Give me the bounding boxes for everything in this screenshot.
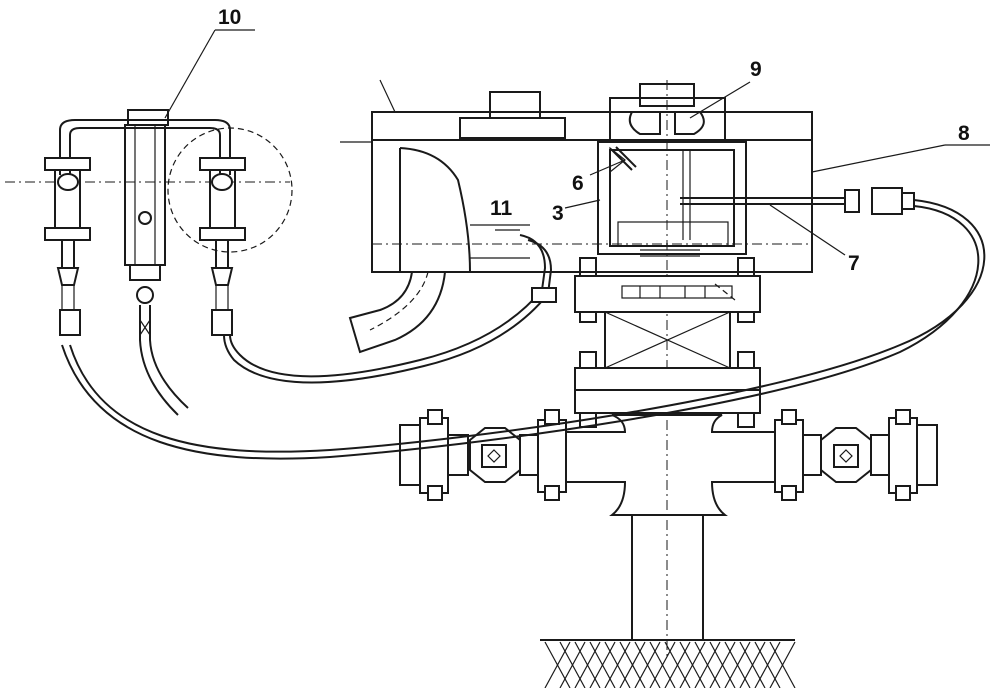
left-valve — [399, 409, 567, 501]
label-part-9: 9 — [750, 58, 762, 81]
igniter-bracket — [5, 109, 290, 183]
right-valve — [774, 409, 938, 501]
label-part-8: 8 — [958, 122, 970, 145]
center-igniter — [124, 124, 189, 416]
top-cap — [609, 83, 726, 143]
label-part-11: 11 — [490, 197, 513, 220]
right-hose — [61, 187, 986, 460]
leader-lines — [164, 29, 990, 256]
center-hose — [223, 234, 557, 384]
label-part-6: 6 — [572, 172, 584, 195]
label-part-3: 3 — [552, 202, 564, 225]
inlet-duct — [348, 147, 471, 354]
label-part-7: 7 — [848, 252, 860, 275]
igniter-housing — [340, 79, 813, 273]
tee-body — [564, 414, 776, 516]
ground-hatch — [540, 639, 796, 688]
left-igniter — [44, 157, 91, 336]
right-igniter — [167, 127, 293, 336]
guide-rod — [680, 150, 860, 240]
label-part-10: 10 — [218, 6, 241, 29]
